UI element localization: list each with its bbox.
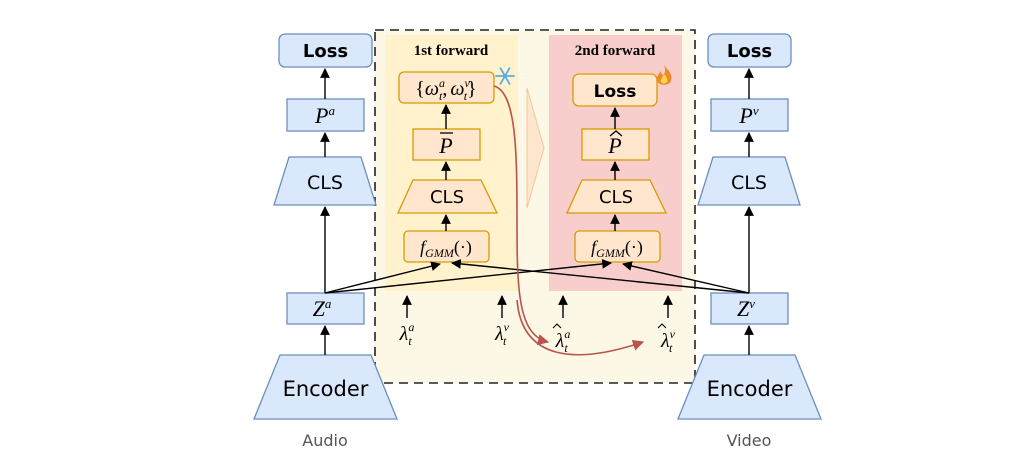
video-encoder-box bbox=[677, 354, 822, 420]
audio-encoder-label: Encoder bbox=[283, 377, 369, 401]
video-loss-label: Loss bbox=[727, 41, 772, 62]
pbar-box bbox=[412, 128, 481, 161]
audio-modality-label: Audio bbox=[302, 431, 347, 450]
video-loss-box bbox=[707, 33, 792, 68]
za-to-second-gmm-arrow bbox=[324, 259, 612, 294]
second-cls-box bbox=[565, 179, 668, 214]
second-forward-title: 2nd forward bbox=[575, 43, 656, 59]
phat-label: P bbox=[607, 133, 621, 158]
video-modality-label: Video bbox=[727, 431, 772, 450]
audio-z-box bbox=[286, 292, 365, 325]
second-gmm-label: fGMM(·) bbox=[591, 237, 643, 260]
second-gmm-box bbox=[574, 230, 661, 263]
second-loss-box bbox=[572, 73, 658, 107]
audio-encoder-box bbox=[253, 354, 398, 420]
video-z-label: Zv bbox=[737, 296, 755, 321]
audio-cls-label: CLS bbox=[307, 172, 343, 194]
snowflake-icon bbox=[495, 67, 515, 85]
video-branch: Loss Pv CLS Zv Encoder Video bbox=[677, 33, 822, 450]
video-p-box bbox=[710, 98, 789, 132]
video-p-label: Pv bbox=[738, 103, 758, 128]
audio-p-label: Pa bbox=[314, 103, 335, 128]
audio-cls-box bbox=[273, 156, 377, 206]
weights-box bbox=[398, 71, 495, 104]
feature-connections bbox=[324, 259, 750, 294]
weights-to-lambda-hat-a-arrow bbox=[493, 85, 550, 346]
audio-loss-label: Loss bbox=[303, 41, 348, 62]
fire-icon bbox=[656, 65, 672, 85]
audio-branch: Loss Pa CLS Za Encoder Audio bbox=[253, 33, 398, 450]
zv-to-first-gmm-arrow bbox=[451, 259, 750, 294]
second-cls-label: CLS bbox=[599, 187, 633, 208]
second-forward: 2nd forward Loss P CLS fGMM(·) bbox=[565, 43, 672, 263]
zv-to-second-gmm-arrow bbox=[622, 261, 750, 294]
first-cls-label: CLS bbox=[430, 187, 464, 208]
pbar-label: P bbox=[438, 133, 452, 158]
za-to-first-gmm-arrow bbox=[324, 261, 441, 294]
video-z-box bbox=[710, 292, 789, 325]
update-arrows bbox=[493, 85, 645, 356]
lambda-hat-a-hat bbox=[552, 323, 562, 329]
video-encoder-label: Encoder bbox=[707, 377, 793, 401]
phat-hat bbox=[609, 130, 623, 137]
second-loss-label: Loss bbox=[594, 82, 637, 102]
video-cls-label: CLS bbox=[731, 172, 767, 194]
video-cls-box bbox=[697, 156, 801, 206]
forward-chevron bbox=[526, 87, 545, 209]
first-cls-box bbox=[396, 179, 499, 214]
audio-z-label: Za bbox=[313, 296, 332, 321]
first-forward-title: 1st forward bbox=[414, 43, 489, 59]
audio-loss-box bbox=[278, 33, 373, 68]
lambda-hat-v-hat bbox=[657, 323, 667, 329]
first-gmm-label: fGMM(·) bbox=[420, 237, 472, 260]
weights-to-lambda-hat-v-arrow bbox=[516, 299, 645, 356]
